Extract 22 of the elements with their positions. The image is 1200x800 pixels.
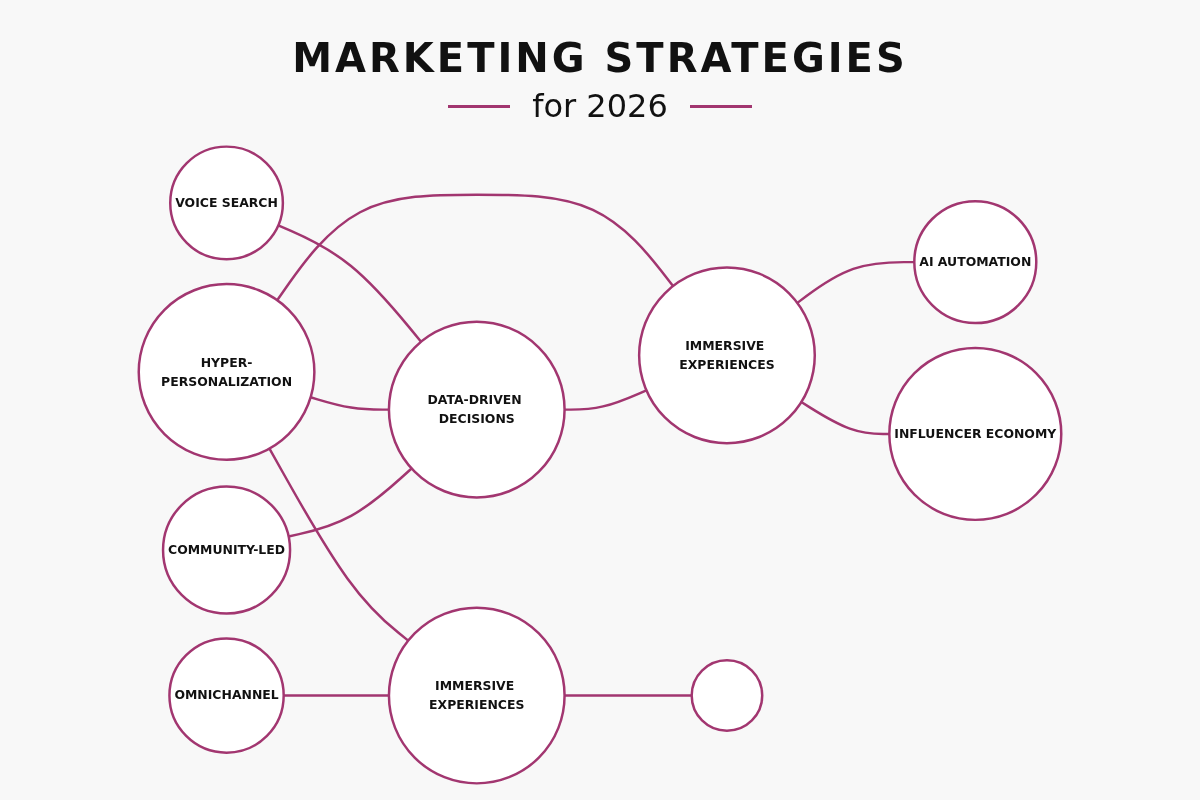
connector	[288, 467, 413, 538]
node-circle	[690, 659, 764, 733]
node-circle: INFLUENCER ECONOMY	[888, 346, 1063, 522]
connector	[796, 260, 915, 304]
title: MARKETING STRATEGIES	[292, 34, 908, 82]
subtitle: for 2026	[532, 86, 668, 126]
node-circle: IMMERSIVE EXPERIENCES	[387, 606, 566, 785]
connector	[800, 401, 890, 436]
connector	[276, 193, 674, 301]
node-circle: IMMERSIVE EXPERIENCES	[637, 266, 817, 445]
connector	[277, 224, 422, 343]
node-circle: HYPER-PERSONALIZATION	[137, 282, 316, 461]
node-circle: DATA-DRIVEN DECISIONS	[387, 320, 566, 499]
node-circle: OMNICHANNEL	[168, 637, 285, 754]
node-circle: COMMUNITY-LED	[161, 485, 292, 615]
connector	[310, 396, 389, 411]
connector	[564, 694, 692, 697]
connector	[564, 389, 647, 411]
connector	[268, 447, 409, 642]
node-circle: VOICE SEARCH	[169, 145, 285, 261]
node-circle: AI AUTOMATION	[913, 199, 1038, 325]
connector	[283, 694, 389, 697]
